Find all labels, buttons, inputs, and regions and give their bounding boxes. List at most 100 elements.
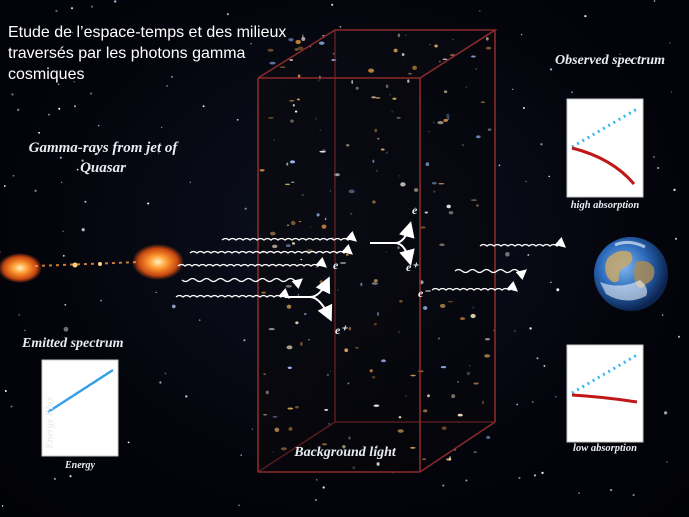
galaxy	[448, 211, 454, 215]
star	[661, 314, 664, 316]
galaxy	[294, 110, 298, 113]
star	[62, 254, 65, 257]
galaxy	[485, 37, 489, 41]
star	[57, 83, 60, 86]
star	[147, 202, 150, 205]
star	[479, 10, 481, 12]
star	[56, 34, 58, 37]
galaxy	[286, 162, 289, 166]
star	[452, 38, 454, 41]
star	[512, 88, 514, 90]
star	[71, 31, 74, 34]
star	[158, 152, 160, 154]
star	[465, 479, 468, 482]
star	[498, 164, 501, 167]
star	[127, 441, 130, 444]
gamma-ray-wave	[221, 230, 357, 242]
galaxy	[346, 144, 350, 147]
galaxy	[268, 328, 275, 331]
star	[516, 403, 519, 406]
high-absorption-label: high absorption	[570, 200, 640, 211]
star	[619, 53, 621, 55]
galaxy	[285, 244, 291, 248]
galaxy	[295, 39, 301, 45]
star	[89, 92, 93, 95]
galaxy	[295, 405, 299, 409]
star	[189, 181, 191, 183]
galaxy	[294, 48, 299, 51]
galaxy	[381, 359, 386, 363]
galaxy	[324, 217, 327, 221]
galaxy	[422, 458, 427, 460]
star	[166, 85, 168, 87]
star	[536, 357, 539, 360]
galaxy	[397, 33, 401, 38]
star	[17, 108, 20, 112]
galaxy	[372, 159, 375, 163]
galaxy	[439, 303, 446, 308]
galaxy	[470, 199, 477, 201]
gamma-ray-wave	[454, 268, 527, 281]
star	[4, 389, 7, 393]
galaxy	[321, 224, 327, 229]
galaxy	[410, 446, 416, 449]
gamma-ray-wave	[431, 280, 518, 292]
galaxy	[374, 128, 378, 133]
galaxy	[344, 348, 349, 353]
galaxy	[470, 313, 476, 319]
galaxy	[486, 435, 491, 439]
galaxy	[380, 148, 385, 151]
galaxy	[263, 414, 268, 416]
background-light-box	[257, 29, 498, 473]
galaxy	[316, 213, 320, 217]
galaxy	[288, 427, 293, 431]
galaxy	[393, 48, 398, 53]
galaxy	[480, 101, 486, 104]
star	[250, 43, 252, 45]
galaxy	[289, 59, 294, 61]
star	[90, 5, 94, 8]
galaxy	[268, 117, 274, 119]
star	[202, 105, 205, 108]
star	[629, 59, 632, 62]
galaxy	[482, 400, 484, 405]
star	[97, 124, 100, 127]
star	[70, 7, 74, 10]
star	[62, 230, 64, 232]
star	[518, 476, 521, 480]
star	[584, 14, 587, 18]
star	[171, 304, 176, 309]
galaxy	[413, 188, 419, 192]
galaxy	[473, 382, 479, 385]
star	[315, 499, 317, 501]
galaxy	[425, 162, 430, 167]
star	[76, 168, 79, 171]
galaxy	[439, 243, 445, 247]
galaxy	[398, 416, 402, 419]
star	[533, 474, 537, 477]
gamma-ray-wave	[175, 287, 290, 299]
galaxy	[399, 300, 403, 303]
star	[609, 488, 613, 492]
star	[556, 288, 560, 292]
star	[442, 484, 445, 487]
galaxy	[375, 445, 379, 448]
galaxy	[286, 345, 293, 350]
star	[251, 428, 254, 430]
star	[60, 181, 63, 183]
galaxy	[307, 339, 311, 341]
galaxy	[261, 291, 266, 294]
galaxy	[259, 169, 265, 172]
galaxy	[392, 97, 397, 100]
star	[238, 504, 240, 507]
background-light-label: Background light	[294, 445, 396, 460]
galaxy	[485, 338, 490, 341]
galaxy	[287, 407, 294, 410]
galaxy	[297, 293, 300, 297]
galaxy	[300, 341, 303, 346]
galaxy	[446, 204, 451, 209]
star	[522, 106, 525, 110]
galaxy	[285, 284, 292, 288]
galaxy	[287, 366, 292, 369]
galaxy	[373, 322, 377, 326]
